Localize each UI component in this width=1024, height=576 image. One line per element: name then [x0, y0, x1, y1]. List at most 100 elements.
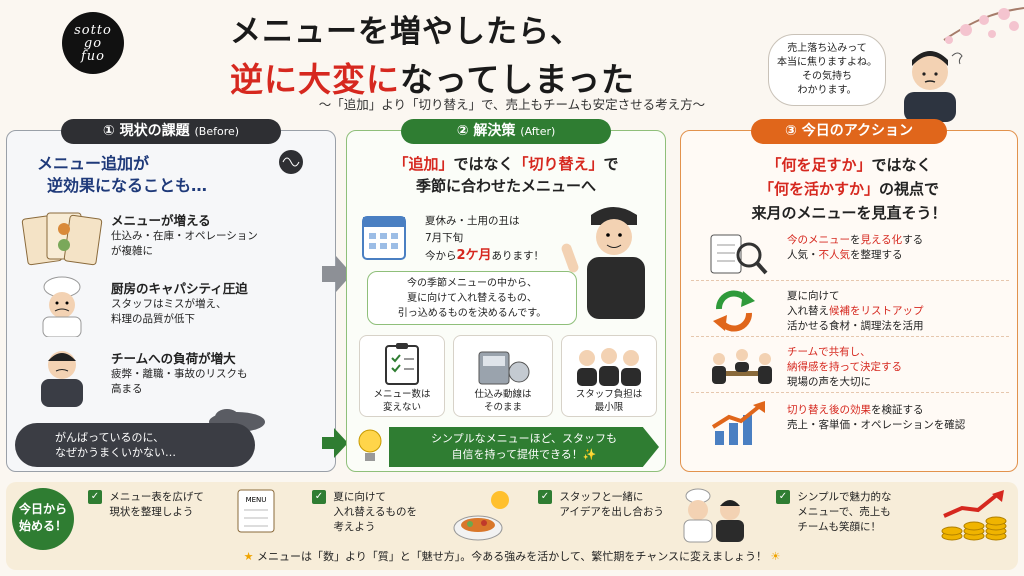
tip-text: 考えよう — [333, 521, 376, 533]
season-text: 夏休み・土用の丑は — [425, 215, 520, 227]
lead-line: 逆効果になることも… — [47, 176, 208, 195]
action-body: を検証する — [871, 404, 924, 416]
pointing-chef-icon — [561, 207, 645, 319]
chef-pair-icon — [676, 488, 752, 548]
menu-card-label: MENU — [246, 496, 267, 504]
season-text: あります！ — [491, 250, 545, 262]
checkmark-icon: ✓ — [312, 490, 326, 504]
benefit-card-staff-load: スタッフ負担は 最小限 — [561, 335, 657, 417]
arrow-right-green-icon — [322, 428, 348, 458]
stress-scribble-icon — [279, 150, 303, 174]
action-lead: 「何を足すか」ではなく 「何を活かすか」の視点で 来月のメニューを見直そう！ — [681, 153, 1017, 225]
benefit-card-menu-count: メニュー数は 変えない — [359, 335, 445, 417]
action-body: を整理する — [850, 249, 903, 261]
season-text: 今から — [425, 250, 457, 262]
action-highlight: 候補をリストアップ — [829, 305, 924, 317]
badge-text: 今日から — [18, 502, 67, 516]
brand-logo: sotto go fuo — [62, 12, 124, 74]
solution-lead: 「追加」ではなく「切り替え」で 季節に合わせたメニューへ — [347, 153, 665, 197]
tip-text: 現状を整理しよう — [109, 506, 194, 518]
tip-text: 入れ替えるものを — [333, 506, 418, 518]
frustration-cloud: がんばっているのに、 なぜかうまくいかない… — [15, 423, 255, 467]
lead-text: で — [603, 155, 619, 173]
tip-text: メニュー表を広げて — [109, 491, 204, 503]
kitchen-equipment-icon — [478, 351, 530, 385]
action-highlight: 今のメニュー — [787, 234, 850, 246]
current-issues-panel: ① 現状の課題 (Before) メニュー追加が 逆効果になることも… メニュー… — [6, 119, 336, 472]
card-text: 最小限 — [594, 402, 624, 413]
tip-item: ✓ 夏に向けて入れ替えるものを考えよう — [312, 490, 417, 535]
action-body: 入れ替え — [787, 305, 829, 317]
bubble-line: その気持ち — [802, 71, 852, 82]
action-item-verify: 切り替え後の効果を検証する 売上・客単価・オペレーションを確認 — [691, 397, 1009, 451]
card-text: そのまま — [483, 402, 522, 413]
action-body: 現場の声を大切に — [787, 376, 871, 388]
bubble-line: わかります。 — [797, 85, 857, 96]
section-title: 今日のアクション — [801, 123, 914, 139]
problem-text: スタッフはミスが増え、 — [111, 298, 227, 310]
tip-item: ✓ スタッフと一緒にアイデアを出し合おう — [538, 490, 664, 520]
issues-lead: メニュー追加が 逆効果になることも… — [37, 153, 207, 197]
tip-text: チームも笑顔に！ — [797, 521, 882, 533]
section-badge-action: ③ 今日のアクション — [751, 119, 947, 144]
problem-item: 厨房のキャパシティ圧迫 スタッフはミスが増え、 料理の品質が低下 — [111, 281, 248, 327]
action-text: チームで共有し、 納得感を持って決定する 現場の声を大切に — [787, 345, 902, 390]
lightbulb-icon — [358, 429, 382, 461]
card-text: 変えない — [382, 402, 421, 413]
start-today-badge: 今日から 始める！ — [12, 488, 74, 550]
speech-text: 引っ込めるものを決めるんです。 — [397, 308, 547, 319]
sun-icon: ☀ — [770, 550, 781, 563]
menu-cards-icon — [21, 212, 103, 266]
benefit-card-prep-flow: 仕込み動線は そのまま — [453, 335, 553, 417]
section-title-en: (After) — [520, 125, 556, 138]
problem-heading: 厨房のキャパシティ圧迫 — [111, 281, 248, 296]
problem-text: が複雑に — [111, 245, 153, 257]
tip-text: 夏に向けて — [333, 491, 386, 503]
action-highlight: 納得感を持って決定する — [787, 361, 902, 373]
logo-text-1: sotto — [74, 22, 112, 38]
speech-text: 夏に向けて入れ替えるもの、 — [407, 293, 537, 304]
action-highlight: チームで共有し、 — [787, 346, 871, 358]
cloud-text: がんばっているのに、 — [55, 431, 165, 444]
action-body: する — [902, 234, 924, 246]
growth-chart-icon — [711, 401, 765, 445]
action-text: 今のメニューを見える化する 人気・不人気を整理する — [787, 233, 923, 263]
cloud-text: なぜかうまくいかない… — [55, 446, 176, 459]
logo-text-3: fuo — [80, 48, 105, 64]
menu-magnifier-icon — [710, 234, 768, 275]
footer-message: ★ メニューは「数」より「質」と「魅せ方」。今ある強みを活かして、繁忙期をチャン… — [6, 548, 1018, 564]
card-text: スタッフ負担は — [575, 389, 643, 400]
star-icon: ★ — [243, 550, 254, 563]
banner-text: 自信を持って提供できる！✨ — [451, 448, 597, 461]
lead-highlight: 「何を活かすか」 — [758, 180, 879, 198]
tired-worker-icon — [41, 351, 83, 407]
clipboard-icon — [385, 343, 419, 385]
card-text: 仕込み動線は — [474, 389, 532, 400]
action-body: を — [850, 234, 861, 246]
lead-highlight: 「追加」 — [393, 155, 454, 173]
start-today-strip: 今日から 始める！ ✓ メニュー表を広げて現状を整理しよう MENU ✓ 夏に向… — [6, 482, 1018, 570]
cherry-blossom-icon — [943, 7, 1024, 44]
badge-text: 始める！ — [18, 519, 67, 533]
title-highlight: 逆に大変に — [230, 60, 400, 99]
action-panel: ③ 今日のアクション 「何を足すか」ではなく 「何を活かすか」の視点で 来月のメ… — [680, 119, 1018, 472]
checkmark-icon: ✓ — [88, 490, 102, 504]
title-rest: なってしまった — [400, 60, 636, 99]
tip-item: ✓ メニュー表を広げて現状を整理しよう — [88, 490, 204, 520]
season-note: 夏休み・土用の丑は 7月下旬 今から2ケ月あります！ — [425, 213, 544, 265]
coins-growth-icon — [938, 488, 1008, 548]
tip-text: スタッフと一緒に — [559, 491, 644, 503]
lead-text: ではなく — [871, 156, 932, 174]
action-item-visualize: 今のメニューを見える化する 人気・不人気を整理する — [691, 227, 1009, 281]
action-text: 切り替え後の効果を検証する 売上・客単価・オペレーションを確認 — [787, 403, 965, 433]
lead-line: メニュー追加が — [37, 154, 150, 173]
tip-item: ✓ シンプルで魅力的なメニューで、売上もチームも笑顔に！ — [776, 490, 892, 535]
action-body: 活かせる食材・調理法を活用 — [787, 320, 924, 332]
footer-text: メニューは「数」より「質」と「魅せ方」。今ある強みを活かして、繁忙期をチャンスに… — [256, 550, 768, 563]
action-highlight: 不人気 — [818, 249, 851, 261]
section-badge-before: ① 現状の課題 (Before) — [61, 119, 281, 144]
section-title-en: (Before) — [194, 125, 240, 138]
problem-text: 高まる — [111, 383, 143, 395]
solution-panel: ② 解決策 (After) 「追加」ではなく「切り替え」で 季節に合わせたメニュ… — [346, 119, 666, 472]
title-line-2: 逆に大変になってしまった — [230, 53, 760, 101]
